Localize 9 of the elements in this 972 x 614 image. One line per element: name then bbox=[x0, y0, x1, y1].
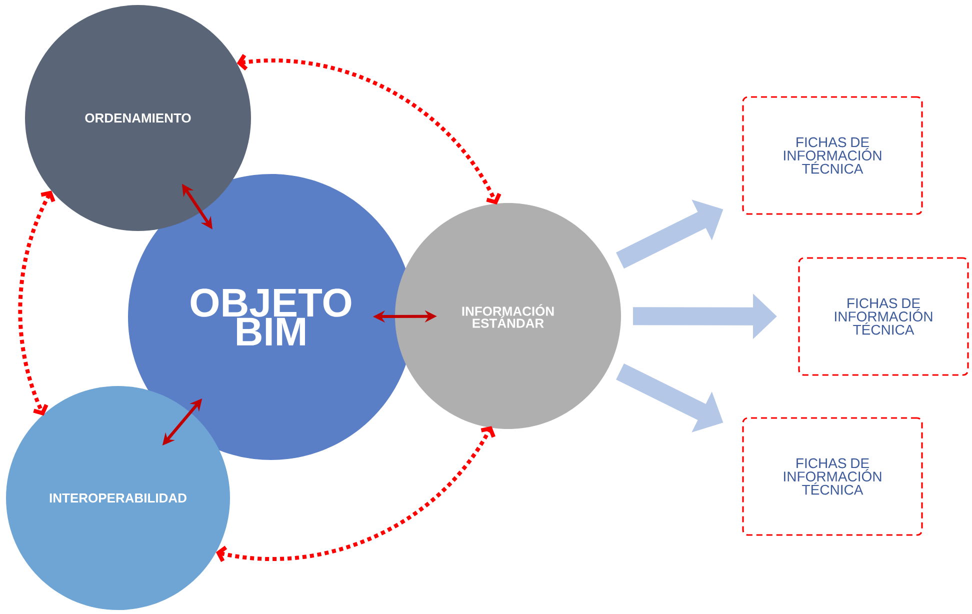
dashed-box: FICHAS DE INFORMACIÓN TÉCNICA bbox=[742, 417, 923, 536]
dotted-arrow bbox=[18, 190, 56, 416]
dashed-box: FICHAS DE INFORMACIÓN TÉCNICA bbox=[798, 257, 969, 376]
dotted-arrow bbox=[216, 426, 496, 562]
dashed-box: FICHAS DE INFORMACIÓN TÉCNICA bbox=[742, 96, 923, 215]
circle-node: INTEROPERABILIDAD bbox=[6, 386, 230, 610]
circle-node: INFORMACIÓN ESTÁNDAR bbox=[395, 203, 621, 429]
circle-node: ORDENAMIENTO bbox=[25, 5, 251, 231]
dotted-arrow bbox=[236, 54, 502, 205]
